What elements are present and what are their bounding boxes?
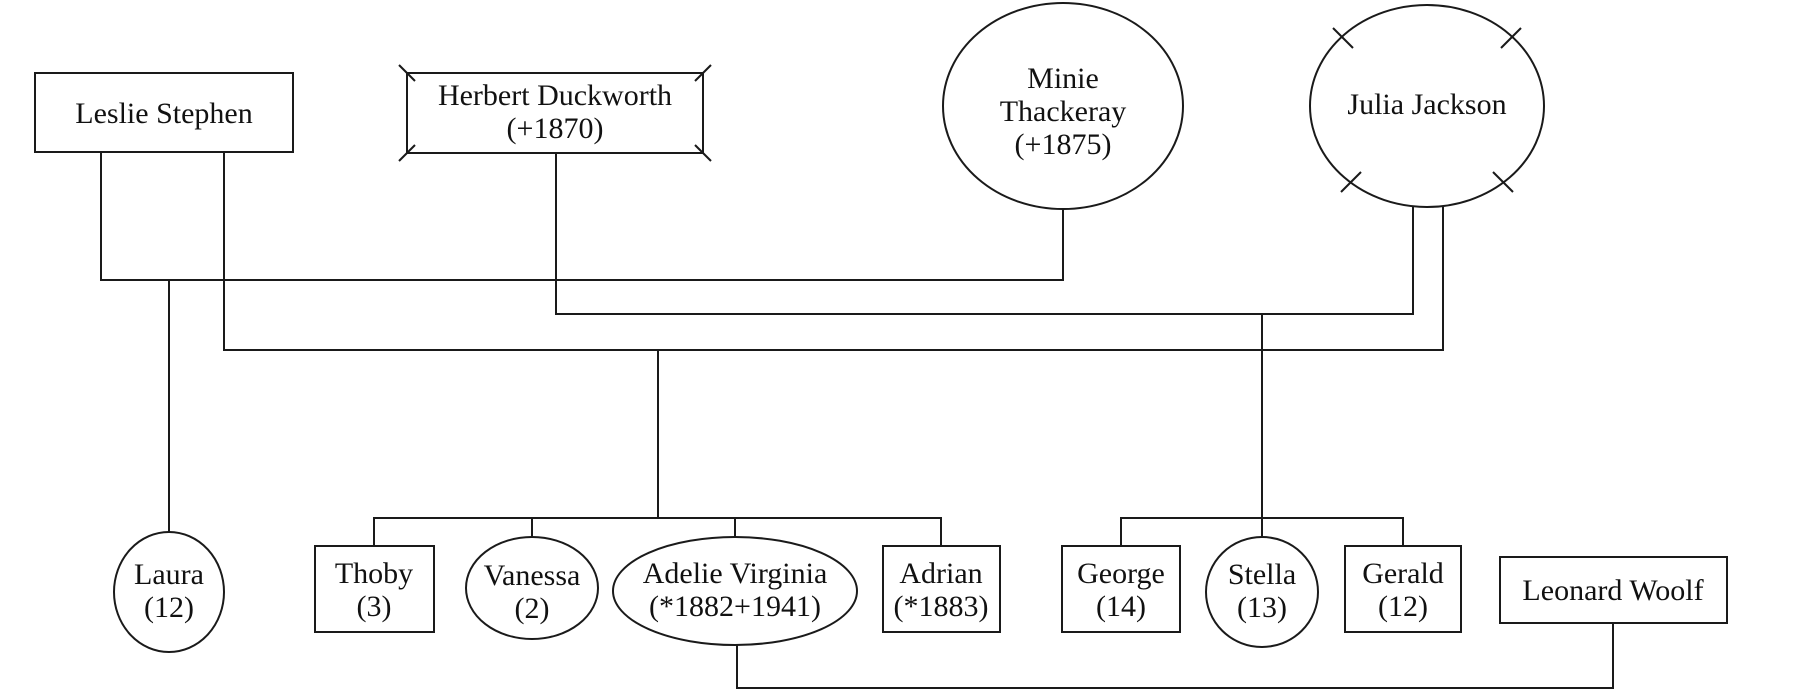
deceased-mark: [1332, 27, 1354, 49]
edge-stephen-children-sibship: [373, 517, 942, 546]
edge-duckworth-children-sibship: [1120, 517, 1404, 546]
deceased-mark: [694, 64, 712, 82]
deceased-mark: [1500, 27, 1522, 49]
stella-circle: [1205, 536, 1319, 648]
george-box: [1061, 545, 1181, 633]
stella-name: Stella: [1228, 558, 1296, 591]
person-minie-thackeray: Minie Thackeray (+1875): [942, 2, 1184, 210]
adrian-dates: (*1883): [894, 590, 989, 623]
leonard-woolf-box: [1499, 556, 1728, 624]
leslie-stephen-name: Leslie Stephen: [75, 97, 252, 130]
edge-virginia-leonard-marriage: [736, 623, 1614, 689]
minie-thackeray-dates: (+1875): [1015, 128, 1112, 161]
george-name: George: [1077, 557, 1165, 590]
adelie-virginia-name: Adelie Virginia: [643, 557, 828, 590]
herbert-duckworth-dates: (+1870): [507, 112, 604, 145]
leslie-stephen-box: [34, 72, 294, 153]
minie-thackeray-last-name: Thackeray: [1000, 95, 1127, 128]
vanessa-age: (2): [515, 592, 550, 625]
person-laura: Laura (12): [113, 531, 225, 653]
deceased-mark: [398, 144, 416, 162]
thoby-box: [314, 545, 435, 633]
adelie-virginia-dates: (*1882+1941): [649, 590, 821, 623]
herbert-duckworth-box: [406, 72, 704, 154]
leonard-woolf-name: Leonard Woolf: [1522, 574, 1703, 607]
laura-circle: [113, 531, 225, 653]
person-stella: Stella (13): [1205, 536, 1319, 648]
herbert-duckworth-name: Herbert Duckworth: [438, 79, 672, 112]
person-leslie-stephen: Leslie Stephen: [34, 72, 294, 153]
vanessa-circle: [465, 536, 599, 640]
minie-thackeray-first-name: Minie: [1027, 62, 1099, 95]
gerald-box: [1344, 545, 1462, 633]
laura-age: (12): [144, 591, 194, 624]
edge-leslie-julia-union: [223, 152, 1444, 351]
gerald-name: Gerald: [1362, 557, 1444, 590]
thoby-age: (3): [357, 590, 392, 623]
minie-thackeray-circle: [942, 2, 1184, 210]
person-herbert-duckworth: Herbert Duckworth (+1870): [398, 64, 712, 162]
deceased-mark: [398, 64, 416, 82]
person-adelie-virginia: Adelie Virginia (*1882+1941): [612, 536, 858, 646]
adrian-name: Adrian: [899, 557, 982, 590]
gerald-age: (12): [1378, 590, 1428, 623]
person-vanessa: Vanessa (2): [465, 536, 599, 640]
person-thoby: Thoby (3): [314, 545, 435, 633]
genogram-edges: [100, 152, 1614, 689]
edge-leslie-minie-union: [100, 152, 1064, 281]
thoby-name: Thoby: [335, 557, 413, 590]
person-gerald: Gerald (12): [1344, 545, 1462, 633]
george-age: (14): [1096, 590, 1146, 623]
adelie-virginia-ellipse: [612, 536, 858, 646]
adrian-box: [882, 545, 1001, 633]
person-adrian: Adrian (*1883): [882, 545, 1001, 633]
deceased-mark: [1492, 171, 1514, 193]
julia-jackson-name: Julia Jackson: [1347, 88, 1506, 121]
person-leonard-woolf: Leonard Woolf: [1499, 556, 1728, 624]
julia-jackson-circle: [1309, 4, 1545, 208]
person-george: George (14): [1061, 545, 1181, 633]
deceased-mark: [1340, 171, 1362, 193]
deceased-mark: [694, 144, 712, 162]
person-julia-jackson: Julia Jackson: [1309, 4, 1545, 208]
laura-name: Laura: [134, 558, 204, 591]
vanessa-name: Vanessa: [484, 559, 581, 592]
stella-age: (13): [1237, 591, 1287, 624]
edge-herbert-julia-union: [555, 153, 1414, 315]
